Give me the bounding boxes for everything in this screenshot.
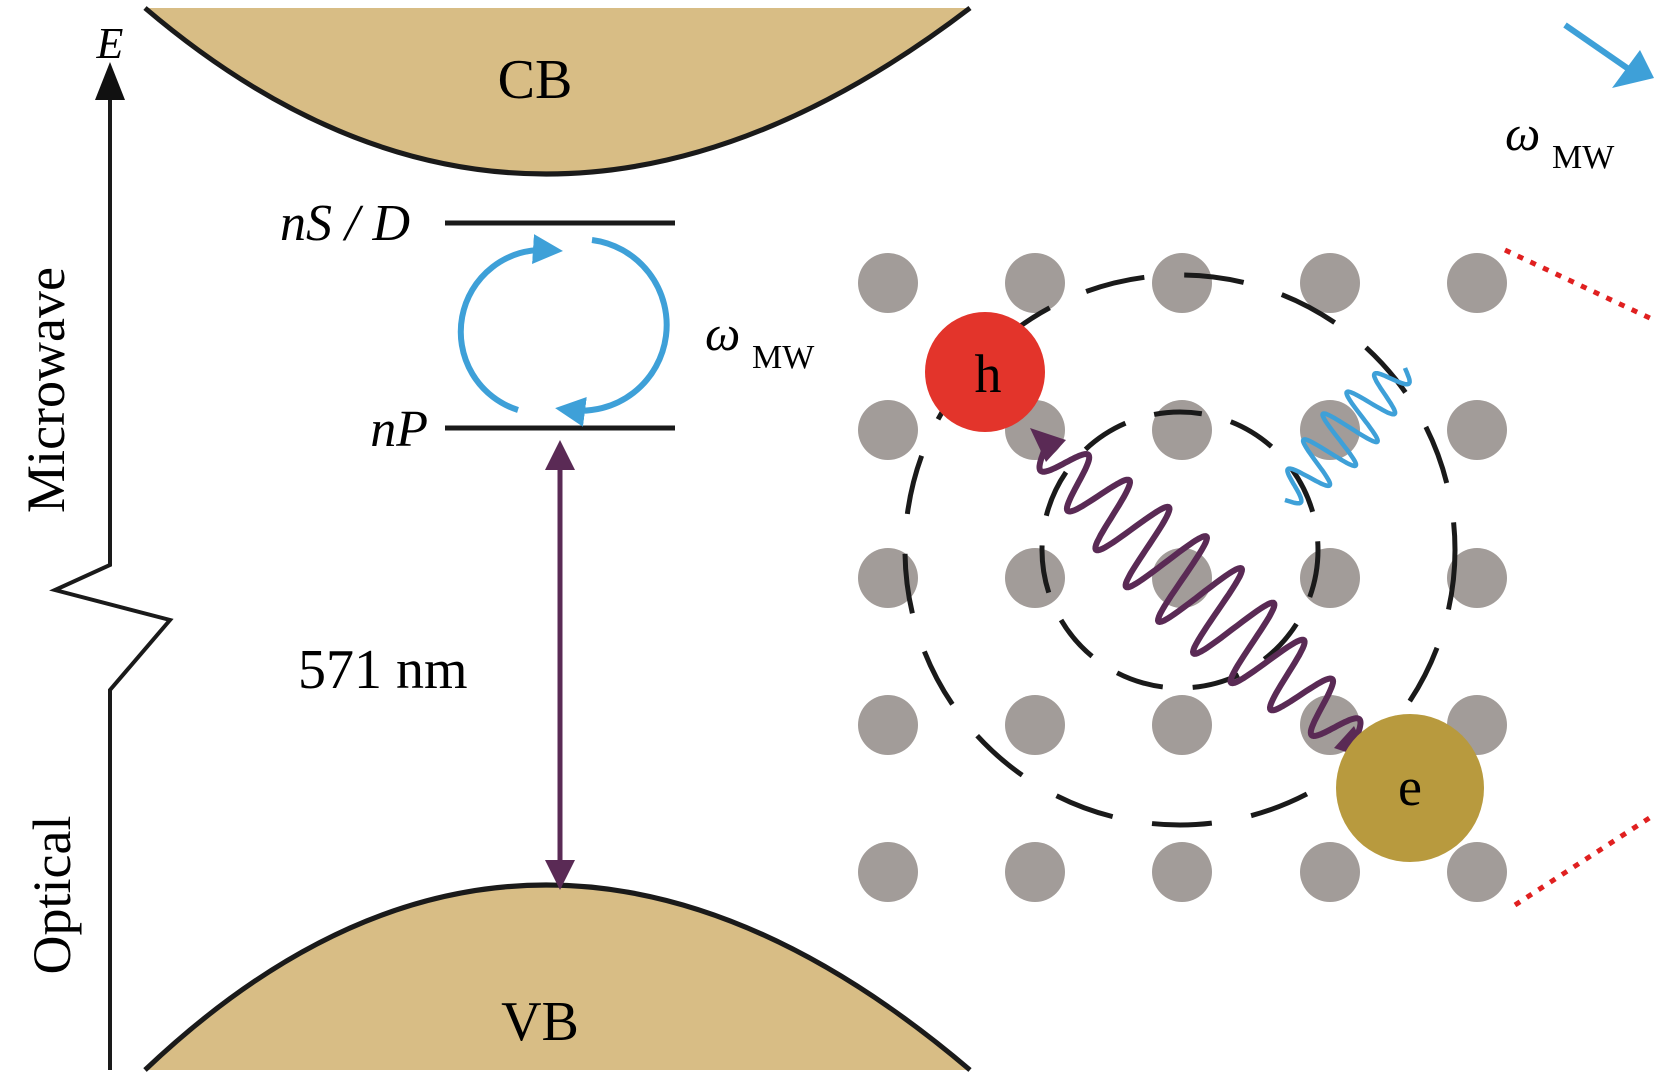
incoming-microwave-arrow [1563,22,1632,73]
electron: e [1336,714,1484,862]
lattice-atom [1447,842,1507,902]
conduction-band-label: CB [498,49,573,111]
hole: h [925,312,1045,432]
incoming-microwave: ω MW [1505,22,1654,176]
lattice-atom [1300,548,1360,608]
microwave-frequency-symbol: ω [705,305,740,361]
microwave-arrow-down [555,237,670,427]
inner-orbit [1039,409,1321,691]
conduction-band: CB [143,6,972,177]
conduction-band-shape [145,8,970,174]
lattice-atom [1005,548,1065,608]
hole-circle [925,312,1045,432]
lattice-atom [1447,253,1507,313]
lattice-atom [858,695,918,755]
energy-axis-label: E [96,19,124,68]
energy-axis-line [49,85,174,1070]
lattice-atom [1152,253,1212,313]
incoming-microwave-arrowhead [1612,50,1654,88]
lattice-atom [1300,253,1360,313]
valence-band-label: VB [501,991,579,1053]
outer-orbit [902,272,1458,828]
microwave-frequency-subscript: MW [752,339,815,376]
electron-label: e [1398,757,1422,817]
conduction-band-edge [143,6,972,177]
valence-band-shape [145,885,970,1070]
exciton-orbits [902,272,1458,828]
lattice-atom [1447,548,1507,608]
zoom-line-top [1503,247,1654,323]
incoming-frequency-subscript: MW [1552,139,1615,176]
lattice-atom [1152,695,1212,755]
lattice-atom [1447,400,1507,460]
microwave-wave-blue [1284,367,1412,506]
hole-label: h [975,344,1002,404]
zoom-lines [1503,247,1654,908]
energy-axis-arrowhead [95,62,125,100]
lattice-atom [858,842,918,902]
optical-section-label: Optical [22,816,82,975]
microwave-arrow-up [457,234,563,413]
exciton-wave-purple [1036,446,1364,744]
optical-wavelength-label: 571 nm [298,639,468,701]
microwave-transition: ω MW [457,234,815,427]
lattice-atom [858,400,918,460]
optical-transition: 571 nm [298,440,575,890]
lower-level-label: nP [370,401,428,458]
zoom-line-bottom [1513,812,1654,908]
upper-level-label: nS / D [280,195,410,252]
incoming-frequency-symbol: ω [1505,105,1540,161]
energy-axis: E Microwave Optical [16,19,174,1070]
lattice-atom [1005,695,1065,755]
lattice-atom [858,253,918,313]
microwave-section-label: Microwave [16,267,76,513]
lattice-atom [1152,400,1212,460]
wave-arrowhead-hole [1030,428,1066,462]
electron-circle [1336,714,1484,862]
valence-band: VB [143,882,972,1072]
lattice-atom [1152,842,1212,902]
lattice-atom [1005,842,1065,902]
lattice-atom [1300,842,1360,902]
energy-levels: nS / D nP [280,195,675,458]
lattice-atom [1005,253,1065,313]
